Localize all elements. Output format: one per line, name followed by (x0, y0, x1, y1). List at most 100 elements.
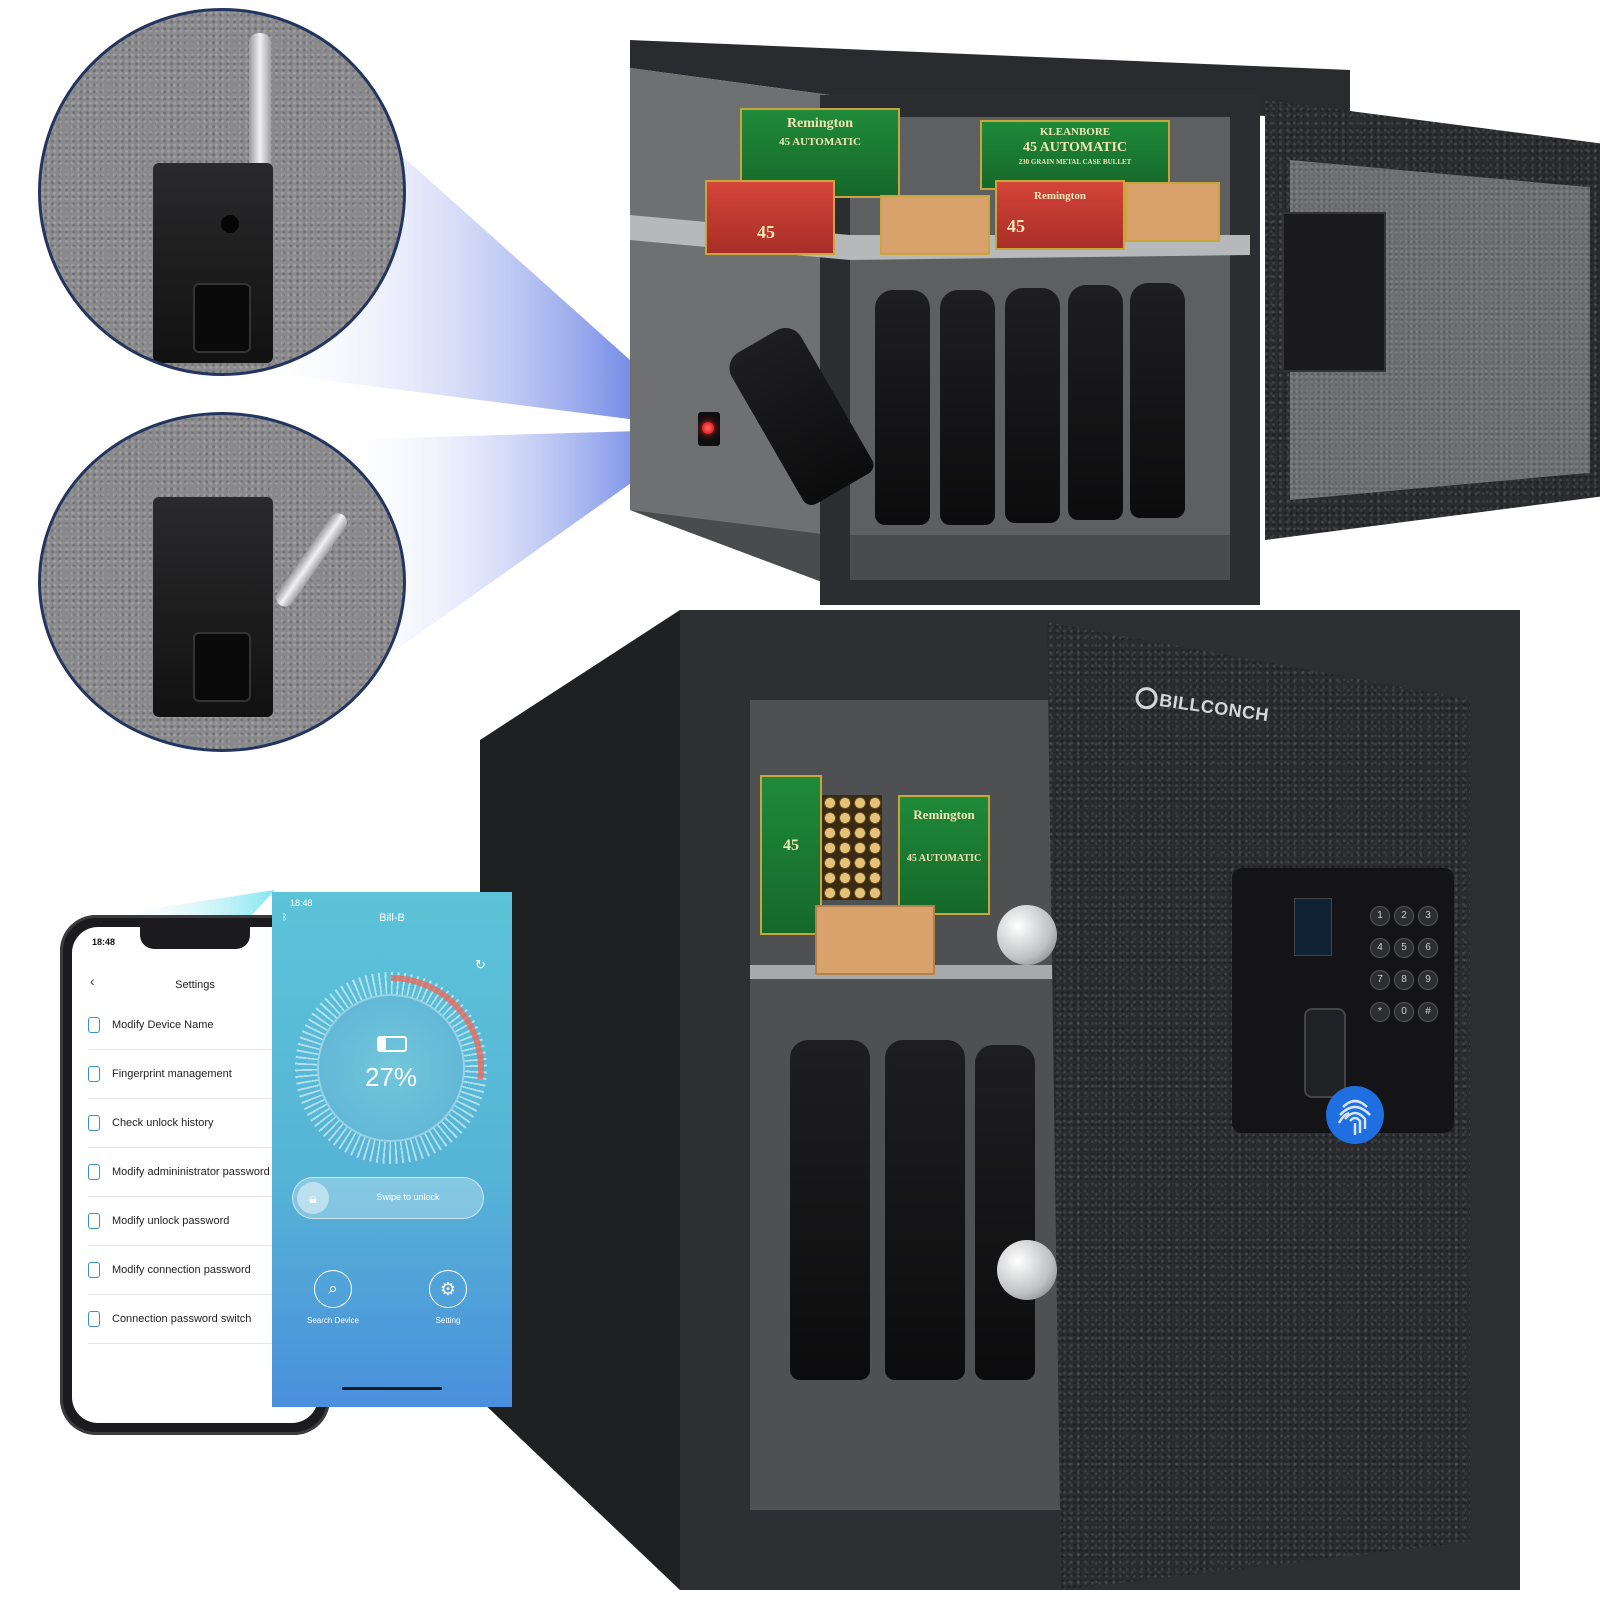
settings-item-label: Modify connection password (112, 1264, 251, 1276)
retractable-pin (272, 509, 351, 611)
ammo-box: KLEANBORE 45 AUTOMATIC 230 GRAIN METAL C… (980, 120, 1170, 190)
status-time: 18:48 (92, 937, 116, 947)
ammo-short-caliber: 45 (783, 837, 799, 854)
ammo-brand: Remington (913, 807, 975, 822)
ammo-caliber: 45 AUTOMATIC (779, 136, 861, 148)
pistol (885, 1040, 965, 1380)
lcd-display (1294, 898, 1332, 956)
mount-slot (193, 283, 251, 353)
home-indicator (342, 1387, 442, 1390)
pistol (940, 290, 995, 525)
keypad-key[interactable]: 6 (1418, 938, 1438, 958)
mount-slot (193, 632, 251, 702)
settings-item[interactable]: Modify admininistrator password (88, 1148, 318, 1197)
fingerprint-sensor[interactable] (1304, 1008, 1346, 1098)
hook-mount (153, 497, 273, 717)
keypad-key[interactable]: # (1418, 1002, 1438, 1022)
ammo-brand: Remington (786, 116, 854, 131)
door-battery-compartment (1282, 212, 1386, 372)
back-arrow-icon[interactable]: ‹ (90, 973, 95, 989)
ammo-short-caliber: 45 (1007, 216, 1025, 236)
gear-icon: ⚙︎ (429, 1270, 467, 1308)
settings-item[interactable]: Modify Device Name (88, 1001, 318, 1050)
swipe-label: Swipe to unlock (376, 1192, 440, 1202)
keypad-key[interactable]: 0 (1394, 1002, 1414, 1022)
search-icon: ⌕ (314, 1270, 352, 1308)
settings-item[interactable]: Modify unlock password (88, 1197, 318, 1246)
settings-item-label: Fingerprint management (112, 1068, 232, 1080)
sensor-light-icon (702, 422, 714, 434)
app-status-time: 18:48 (290, 898, 313, 908)
setting-label: Setting (435, 1316, 461, 1325)
pistol (975, 1045, 1035, 1380)
settings-item-icon (88, 1311, 100, 1327)
battery-progress-arc (298, 975, 484, 1161)
lock-icon[interactable]: 🔒︎ (297, 1182, 329, 1214)
retractable-pin (249, 33, 271, 193)
fingerprint-icon (1326, 1086, 1384, 1144)
settings-item-label: Modify Device Name (112, 1019, 214, 1031)
pistol (1068, 285, 1123, 520)
ammo-caliber: 45 AUTOMATIC (1022, 140, 1128, 155)
settings-item-icon (88, 1164, 100, 1180)
cartridge-tray (822, 795, 882, 900)
keypad-key[interactable]: 7 (1370, 970, 1390, 990)
settings-item[interactable]: Modify connection password (88, 1246, 318, 1295)
setting-button[interactable]: ⚙︎ Setting (417, 1270, 479, 1325)
keypad-key[interactable]: 8 (1394, 970, 1414, 990)
pistol (875, 290, 930, 525)
battery-icon (377, 1036, 407, 1052)
app-screen: 18:48 ᛒ Bill-B ↻ 27% 🔒︎ Swipe to unlock … (272, 892, 512, 1407)
ammo-box: 45 (760, 775, 822, 935)
search-device-button[interactable]: ⌕ Search Device (302, 1270, 364, 1325)
ammo-box-tan (815, 905, 935, 975)
keypad-key[interactable]: 9 (1418, 970, 1438, 990)
settings-item-label: Check unlock history (112, 1117, 214, 1129)
ammo-brand: Remington (1034, 190, 1086, 202)
keypad-key[interactable]: 3 (1418, 906, 1438, 926)
settings-title: Settings (175, 979, 215, 991)
battery-dial: 27% (295, 972, 487, 1164)
zoom-detail-pin-down (38, 412, 406, 752)
keypad-key[interactable]: 4 (1370, 938, 1390, 958)
settings-item[interactable]: Fingerprint management (88, 1050, 318, 1099)
keypad-key[interactable]: 2 (1394, 906, 1414, 926)
pistol (1005, 288, 1060, 523)
brand-swirl-icon (1134, 685, 1159, 711)
ammo-caliber: 45 AUTOMATIC (906, 853, 982, 864)
settings-item-label: Modify unlock password (112, 1215, 230, 1227)
ammo-box: Remington 45 (995, 180, 1125, 250)
keypad-key[interactable]: * (1370, 1002, 1390, 1022)
ammo-grain: 230 GRAIN METAL CASE BULLET (1018, 158, 1132, 166)
ammo-box: Remington 45 AUTOMATIC (898, 795, 990, 915)
ammo-short-caliber: 45 (757, 222, 775, 242)
pistol (1130, 283, 1185, 518)
top-safe-door-liner (1290, 160, 1590, 500)
refresh-icon[interactable]: ↻ (475, 957, 486, 972)
swipe-to-unlock-slider[interactable]: 🔒︎ Swipe to unlock (292, 1177, 484, 1219)
ammo-box: 45 (705, 180, 835, 255)
ammo-box (1125, 182, 1220, 242)
settings-item-icon (88, 1262, 100, 1278)
door-bolt[interactable] (997, 905, 1057, 965)
battery-dial-inner: 27% (317, 994, 465, 1142)
door-bolt[interactable] (997, 1240, 1057, 1300)
settings-item-icon (88, 1213, 100, 1229)
beam-lower (330, 429, 707, 690)
keypad-key[interactable]: 1 (1370, 906, 1390, 926)
settings-item-icon (88, 1017, 100, 1033)
pistol-hook-sensor (698, 412, 720, 446)
settings-item[interactable]: Check unlock history (88, 1099, 318, 1148)
ammo-box (880, 195, 990, 255)
keypad-key[interactable]: 5 (1394, 938, 1414, 958)
settings-item-icon (88, 1115, 100, 1131)
settings-item[interactable]: Connection password switch (88, 1295, 318, 1344)
ammo-line: KLEANBORE (1039, 126, 1111, 138)
device-name: Bill-B (379, 912, 405, 924)
mount-screw-hole (221, 215, 239, 233)
hook-mount (153, 163, 273, 363)
search-device-label: Search Device (306, 1316, 360, 1325)
pistol (790, 1040, 870, 1380)
settings-item-label: Modify admininistrator password (112, 1166, 270, 1178)
battery-percent: 27% (364, 1062, 418, 1092)
